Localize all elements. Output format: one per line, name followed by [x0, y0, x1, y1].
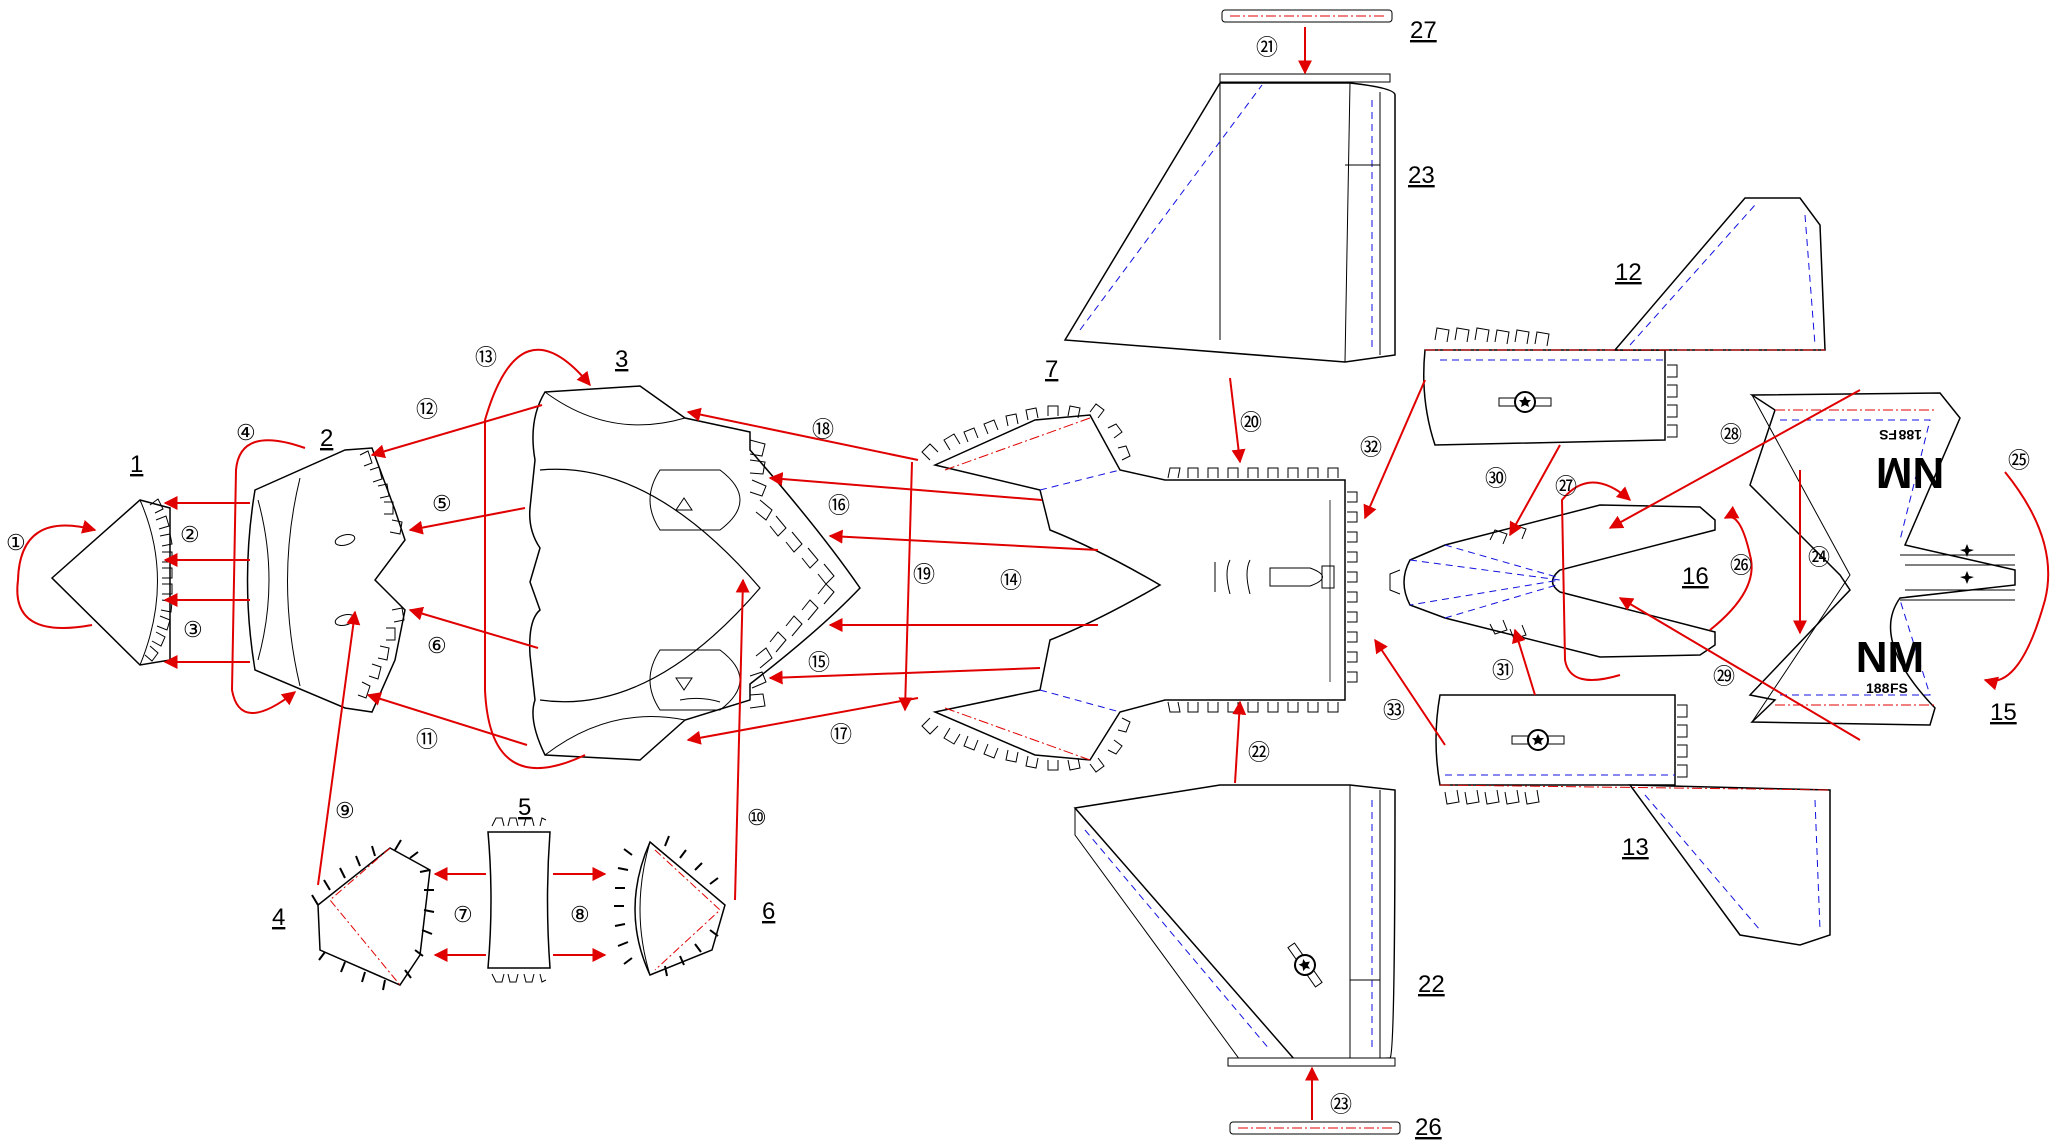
tail-code-lower: NM: [1856, 633, 1924, 682]
step-labels: ① ② ③ ④ ⑤ ⑥ ⑦ ⑧ ⑨ ⑩ ⑪ ⑫ ⑬ ⑭ ⑮ ⑯ ⑰ ⑱ ⑲ ⑳ …: [6, 35, 2030, 1117]
part-label: 15: [1990, 699, 2017, 726]
step-2: ②: [180, 522, 200, 547]
step-12: ⑫: [416, 397, 438, 422]
part-label: 4: [272, 904, 285, 931]
star-icon: [1960, 544, 1974, 557]
step-29: ㉙: [1713, 664, 1735, 689]
part-7-main-fuselage: [921, 403, 1358, 773]
part-label: 27: [1410, 17, 1437, 44]
part-label: 3: [615, 346, 628, 373]
step-8: ⑧: [570, 902, 590, 927]
step-24: ㉔: [1808, 545, 1830, 570]
tail-code-upper: NM: [1876, 448, 1944, 497]
part-1-nose-cone: [50, 498, 173, 666]
triangle-icon: [675, 497, 693, 511]
tail-code-lower-small: FS: [1890, 680, 1908, 696]
step-31: ㉛: [1492, 658, 1514, 683]
part-12-wing-upper: [1423, 197, 1826, 446]
roundel-icon: [1287, 942, 1323, 988]
step-5: ⑤: [432, 491, 452, 516]
step-25: ㉕: [2008, 448, 2030, 473]
part-27-strip: [1221, 9, 1393, 23]
step-28: ㉘: [1720, 422, 1742, 447]
part-22-vertical-tail: [1073, 784, 1396, 1067]
step-18: ⑱: [812, 417, 834, 442]
step-19: ⑲: [913, 562, 935, 587]
roundel-icon: [1498, 391, 1552, 413]
tail-number-upper: 188: [1898, 427, 1922, 443]
part-5-intake-duct: [487, 817, 551, 983]
part-label: 26: [1415, 1114, 1442, 1141]
step-20: ⑳: [1240, 410, 1262, 435]
step-30: ㉚: [1485, 466, 1507, 491]
part-label: 22: [1418, 971, 1445, 998]
step-26: ㉖: [1730, 553, 1752, 578]
part-6-intake-right: [614, 835, 726, 977]
step-17: ⑰: [830, 722, 852, 747]
step-3: ③: [183, 617, 203, 642]
part-13-wing-lower: [1435, 694, 1831, 946]
part-label: 5: [518, 794, 531, 821]
tail-number-lower: 188: [1866, 680, 1890, 696]
part-15-horizontal-stabilizer: NM FS 188 NM FS 188: [1748, 392, 2016, 726]
part-label: 2: [320, 425, 333, 452]
part-label: 6: [762, 898, 775, 925]
step-9: ⑨: [335, 798, 355, 823]
step-15: ⑮: [808, 650, 830, 675]
assembly-arrows: [16, 27, 2050, 1120]
step-23: ㉓: [1330, 1092, 1352, 1117]
part-label: 12: [1615, 259, 1642, 286]
part-3-upper-fuselage: [528, 385, 861, 761]
step-14: ⑭: [1000, 568, 1022, 593]
part-label: 13: [1622, 834, 1649, 861]
part-label: 16: [1682, 563, 1709, 590]
part-4-intake-left: [311, 839, 435, 991]
step-22: ㉒: [1248, 740, 1270, 765]
step-32: ㉜: [1360, 435, 1382, 460]
part-label: 7: [1045, 356, 1058, 383]
step-27: ㉗: [1555, 474, 1577, 499]
part-23-vertical-tail: [1063, 73, 1396, 363]
step-16: ⑯: [828, 493, 850, 518]
triangle-icon: [675, 677, 693, 691]
step-21: ㉑: [1256, 35, 1278, 60]
step-4: ④: [236, 420, 256, 445]
step-7: ⑦: [453, 902, 473, 927]
part-label: 1: [130, 451, 143, 478]
step-10: ⑩: [747, 805, 767, 830]
step-1: ①: [6, 530, 26, 555]
tail-code-upper-small: FS: [1879, 427, 1897, 443]
part-2-forward-fuselage: [246, 447, 406, 713]
part-26-strip: [1229, 1121, 1401, 1135]
step-6: ⑥: [427, 633, 447, 658]
part-16-rear-fuselage: [1389, 504, 1716, 658]
roundel-icon: [1511, 729, 1565, 751]
step-33: ㉝: [1383, 698, 1405, 723]
part-label: 23: [1408, 162, 1435, 189]
part-number-labels: 1 2 3 4 5 6 7 12 13 15 16 22 23 26 27: [130, 17, 2017, 1141]
step-11: ⑪: [416, 727, 438, 752]
step-13: ⑬: [475, 345, 497, 370]
star-icon: [1960, 571, 1974, 584]
